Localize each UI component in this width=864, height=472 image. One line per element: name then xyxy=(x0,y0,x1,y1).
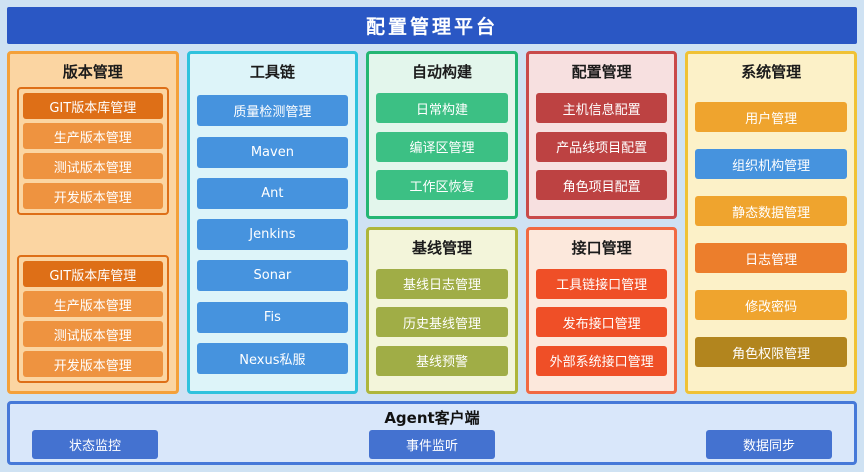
panel-baseline-management: 基线管理 基线日志管理 历史基线管理 基线预警 xyxy=(366,226,518,394)
panel-toolchain-title: 工具链 xyxy=(249,63,295,81)
node-test-version-1: 测试版本管理 xyxy=(23,153,163,179)
module-columns: 版本管理 GIT版本库管理 生产版本管理 测试版本管理 开发版本管理 GIT版本… xyxy=(7,51,857,394)
panel-config-management: 配置管理 主机信息配置 产品线项目配置 角色项目配置 xyxy=(525,51,678,219)
panel-system-body: 用户管理 组织机构管理 静态数据管理 日志管理 修改密码 角色权限管理 xyxy=(695,85,847,384)
node-event-listener: 事件监听 xyxy=(369,430,495,459)
node-fis: Fis xyxy=(196,301,349,333)
node-baseline-log: 基线日志管理 xyxy=(376,268,508,299)
node-maven: Maven xyxy=(196,136,349,168)
node-product-line-config: 产品线项目配置 xyxy=(535,131,668,162)
node-test-version-2: 测试版本管理 xyxy=(23,321,163,347)
node-dev-version-2: 开发版本管理 xyxy=(23,351,163,377)
node-production-version-2: 生产版本管理 xyxy=(23,291,163,317)
node-daily-build: 日常构建 xyxy=(376,93,508,124)
panel-version-title: 版本管理 xyxy=(62,63,123,81)
node-data-sync: 数据同步 xyxy=(706,430,832,459)
panel-toolchain: 工具链 质量检测管理 Maven Ant Jenkins Sonar Fis N… xyxy=(186,51,359,394)
node-jenkins: Jenkins xyxy=(196,219,349,250)
node-role-project-config: 角色项目配置 xyxy=(535,170,668,201)
column-build-baseline: 自动构建 日常构建 编译区管理 工作区恢复 基线管理 基线日志管理 历史基线管理… xyxy=(366,51,518,394)
node-release-api: 发布接口管理 xyxy=(535,307,668,338)
node-production-version-1: 生产版本管理 xyxy=(23,123,163,149)
panel-autobuild-body: 日常构建 编译区管理 工作区恢复 xyxy=(376,85,508,209)
node-org-management: 组织机构管理 xyxy=(695,149,847,179)
node-status-monitor: 状态监控 xyxy=(32,430,158,459)
node-quality-check: 质量检测管理 xyxy=(196,95,349,127)
node-sonar: Sonar xyxy=(196,260,349,292)
panel-config-title: 配置管理 xyxy=(571,63,632,81)
panel-system-title: 系统管理 xyxy=(741,63,802,81)
panel-interface-title: 接口管理 xyxy=(571,238,632,257)
node-toolchain-api: 工具链接口管理 xyxy=(535,268,668,299)
panel-interface-management: 接口管理 工具链接口管理 发布接口管理 外部系统接口管理 xyxy=(525,226,678,394)
node-git-repo-management-1: GIT版本库管理 xyxy=(23,93,163,119)
node-user-management: 用户管理 xyxy=(695,102,847,132)
node-dev-version-1: 开发版本管理 xyxy=(23,183,163,209)
panel-interface-body: 工具链接口管理 发布接口管理 外部系统接口管理 xyxy=(535,261,668,385)
page-title: 配置管理平台 xyxy=(365,16,498,38)
node-change-password: 修改密码 xyxy=(695,290,847,320)
agent-client-items: 状态监控 事件监听 数据同步 xyxy=(32,430,832,459)
node-role-permission-management: 角色权限管理 xyxy=(695,337,847,367)
node-workspace-restore: 工作区恢复 xyxy=(376,170,508,201)
panel-baseline-title: 基线管理 xyxy=(411,238,472,257)
agent-client-title: Agent客户端 xyxy=(384,409,480,427)
node-host-info-config: 主机信息配置 xyxy=(535,93,668,124)
column-config-interface: 配置管理 主机信息配置 产品线项目配置 角色项目配置 接口管理 工具链接口管理 … xyxy=(525,51,678,394)
panel-version-body: GIT版本库管理 生产版本管理 测试版本管理 开发版本管理 GIT版本库管理 生… xyxy=(17,85,169,384)
node-baseline-alert: 基线预警 xyxy=(376,345,508,376)
node-compile-area: 编译区管理 xyxy=(376,131,508,162)
node-nexus: Nexus私服 xyxy=(196,342,349,374)
panel-baseline-body: 基线日志管理 历史基线管理 基线预警 xyxy=(376,261,508,385)
panel-version-management: 版本管理 GIT版本库管理 生产版本管理 测试版本管理 开发版本管理 GIT版本… xyxy=(7,51,179,394)
version-group-1: GIT版本库管理 生产版本管理 测试版本管理 开发版本管理 xyxy=(17,87,169,215)
node-static-data-management: 静态数据管理 xyxy=(695,196,847,226)
node-log-management: 日志管理 xyxy=(695,243,847,273)
panel-system-management: 系统管理 用户管理 组织机构管理 静态数据管理 日志管理 修改密码 角色权限管理 xyxy=(685,51,857,394)
panel-config-body: 主机信息配置 产品线项目配置 角色项目配置 xyxy=(535,85,668,209)
panel-autobuild-title: 自动构建 xyxy=(411,63,472,81)
node-ant: Ant xyxy=(196,177,349,209)
version-group-2: GIT版本库管理 生产版本管理 测试版本管理 开发版本管理 xyxy=(17,255,169,383)
panel-toolchain-body: 质量检测管理 Maven Ant Jenkins Sonar Fis Nexus… xyxy=(196,85,349,384)
node-baseline-history: 历史基线管理 xyxy=(376,307,508,338)
node-external-api: 外部系统接口管理 xyxy=(535,345,668,376)
agent-client-bar: Agent客户端 状态监控 事件监听 数据同步 xyxy=(7,401,857,465)
title-bar: 配置管理平台 xyxy=(7,7,857,44)
panel-auto-build: 自动构建 日常构建 编译区管理 工作区恢复 xyxy=(366,51,518,219)
node-git-repo-management-2: GIT版本库管理 xyxy=(23,261,163,287)
